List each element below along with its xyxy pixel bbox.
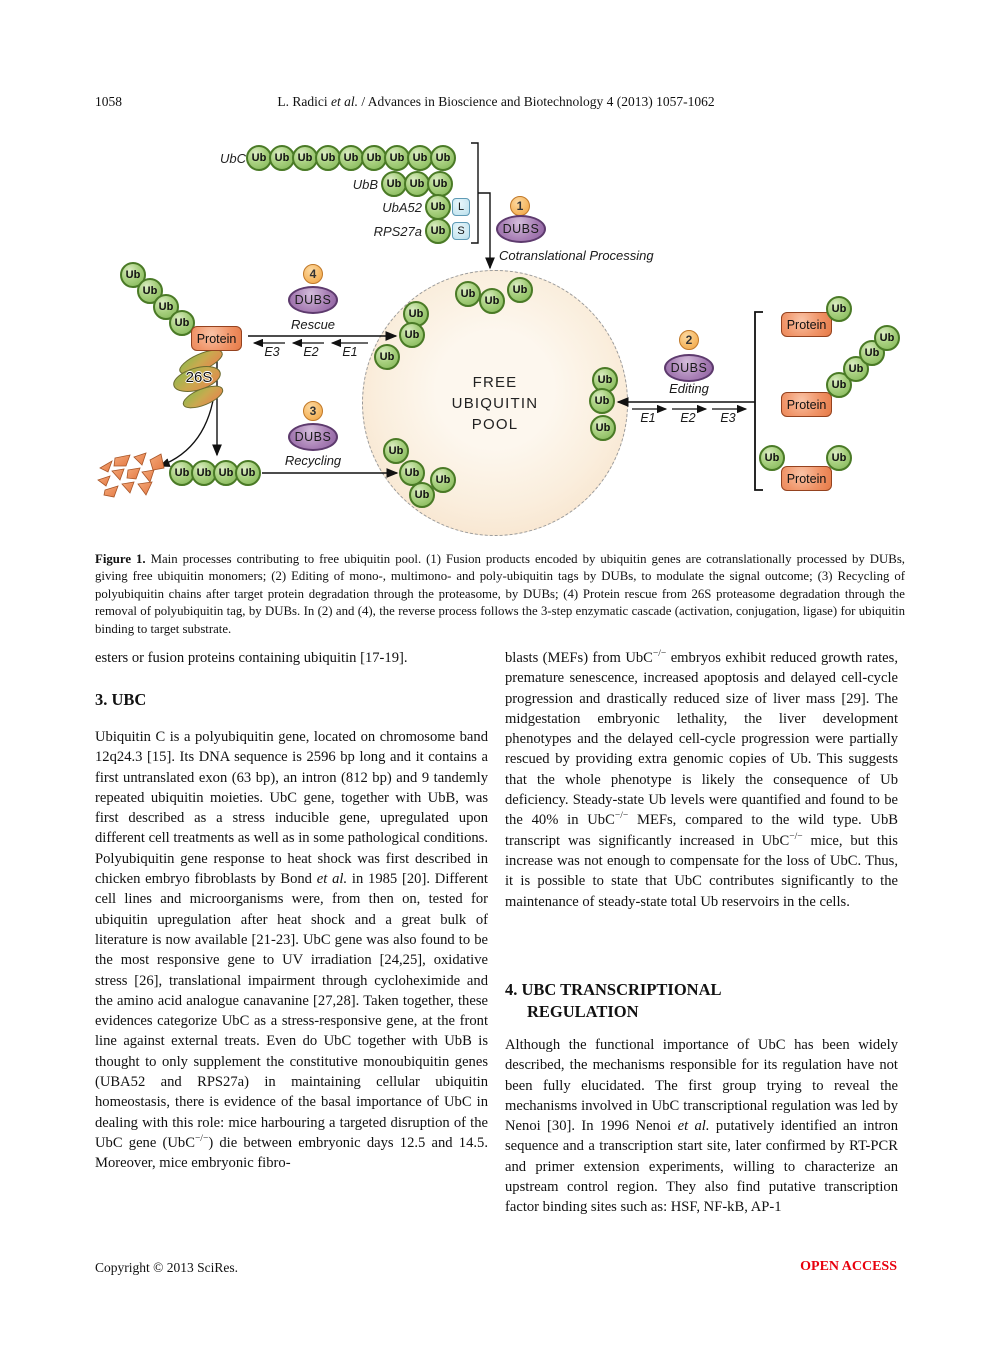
process-label-cotranslational: Cotranslational Processing	[499, 248, 654, 263]
ub-monomer: Ub	[479, 288, 505, 314]
gene-label-uba52: UbA52	[382, 200, 422, 215]
dubs-oval-1: DUBS	[496, 215, 546, 243]
section-heading-4-line2: REGULATION	[527, 1002, 639, 1021]
ub-monomer: Ub	[826, 296, 852, 322]
gene-group-bracket	[471, 142, 479, 244]
free-ubiquitin-pool-circle: FREE UBIQUITIN POOL	[362, 270, 628, 536]
ub-monomer: Ub	[427, 171, 453, 197]
ub-monomer: Ub	[137, 278, 163, 304]
process-label-recycling: Recycling	[284, 453, 342, 468]
ub-monomer: Ub	[292, 145, 318, 171]
left-column-paragraph: Ubiquitin C is a polyubiquitin gene, loc…	[95, 729, 488, 1172]
right-column-paragraph-2: Although the functional importance of Ub…	[505, 1037, 898, 1216]
proteasome-26s-label: 26S	[185, 369, 213, 386]
ub-monomer: Ub	[213, 460, 239, 486]
process-label-editing: Editing	[669, 381, 709, 396]
ub-monomer: Ub	[430, 145, 456, 171]
ub-monomer: Ub	[269, 145, 295, 171]
enzyme-label-e2: E2	[303, 345, 319, 359]
mono-ub-protein: Protein	[781, 312, 832, 337]
section-heading-3-ubc: 3. UBC	[95, 690, 147, 709]
ub-monomer: Ub	[759, 445, 785, 471]
figure-caption-label: Figure 1.	[95, 552, 146, 566]
dubs-oval-2: DUBS	[664, 354, 714, 382]
enzyme-label-e3: E3	[720, 411, 736, 425]
free-ubiquitin-pool-label: FREE UBIQUITIN POOL	[451, 373, 539, 433]
step-3-badge: 3	[303, 401, 323, 421]
enzyme-label-e2: E2	[680, 411, 696, 425]
ub-monomer: Ub	[120, 262, 146, 288]
ub-monomer: Ub	[374, 344, 400, 370]
figure-1-caption: Figure 1. Main processes contributing to…	[95, 551, 905, 638]
left-column-intro: esters or fusion proteins containing ubi…	[95, 650, 408, 666]
ub-monomer: Ub	[507, 277, 533, 303]
protein-fragments	[97, 452, 165, 498]
enzyme-label-e1: E1	[640, 411, 656, 425]
dubs-oval-4: DUBS	[288, 286, 338, 314]
figure-1-diagram: FREE UBIQUITIN POOL	[0, 0, 992, 560]
ub-monomer: Ub	[589, 388, 615, 414]
ub-monomer: Ub	[383, 438, 409, 464]
ub-monomer: Ub	[430, 467, 456, 493]
gene-label-ubc: UbC	[219, 151, 246, 166]
gene-label-rps27a: RPS27a	[373, 224, 422, 239]
ub-monomer: Ub	[399, 322, 425, 348]
running-title: L. Radici et al. / Advances in Bioscienc…	[277, 94, 715, 109]
multimono-ub-protein: Protein	[781, 466, 832, 491]
ribosomal-tag-s: S	[452, 222, 470, 240]
section-heading-4-line1: 4. UBC TRANSCRIPTIONAL	[505, 980, 722, 999]
ub-monomer: Ub	[361, 145, 387, 171]
ub-monomer: Ub	[425, 218, 451, 244]
poly-ub-protein: Protein	[781, 392, 832, 417]
step-4-badge: 4	[303, 264, 323, 284]
target-protein-left: Protein	[191, 326, 242, 351]
ub-monomer: Ub	[169, 310, 195, 336]
step-1-badge: 1	[510, 196, 530, 216]
right-column-paragraph-1: blasts (MEFs) from UbC−/− embryos exhibi…	[505, 649, 898, 910]
open-access-badge: OPEN ACCESS	[800, 1259, 897, 1274]
enzyme-label-e3: E3	[264, 345, 280, 359]
ub-monomer: Ub	[404, 171, 430, 197]
ub-monomer: Ub	[425, 194, 451, 220]
gene-label-ubb: UbB	[352, 177, 378, 192]
copyright-notice: Copyright © 2013 SciRes.	[95, 1260, 239, 1275]
ub-monomer: Ub	[455, 281, 481, 307]
figure-caption-text: Main processes contributing to free ubiq…	[95, 552, 905, 636]
ub-monomer: Ub	[826, 445, 852, 471]
ub-monomer: Ub	[235, 460, 261, 486]
ub-monomer: Ub	[409, 482, 435, 508]
cotranslational-arrow	[478, 192, 495, 270]
ub-monomer: Ub	[874, 325, 900, 351]
enzyme-label-e1: E1	[342, 345, 358, 359]
page-number: 1058	[95, 94, 122, 109]
ub-monomer: Ub	[590, 415, 616, 441]
step-2-badge: 2	[679, 330, 699, 350]
process-label-rescue: Rescue	[290, 317, 336, 332]
fragments-arrow	[158, 387, 216, 467]
ub-monomer: Ub	[381, 171, 407, 197]
dubs-oval-3: DUBS	[288, 423, 338, 451]
ribosomal-tag-l: L	[452, 198, 470, 216]
ub-monomer: Ub	[153, 294, 179, 320]
